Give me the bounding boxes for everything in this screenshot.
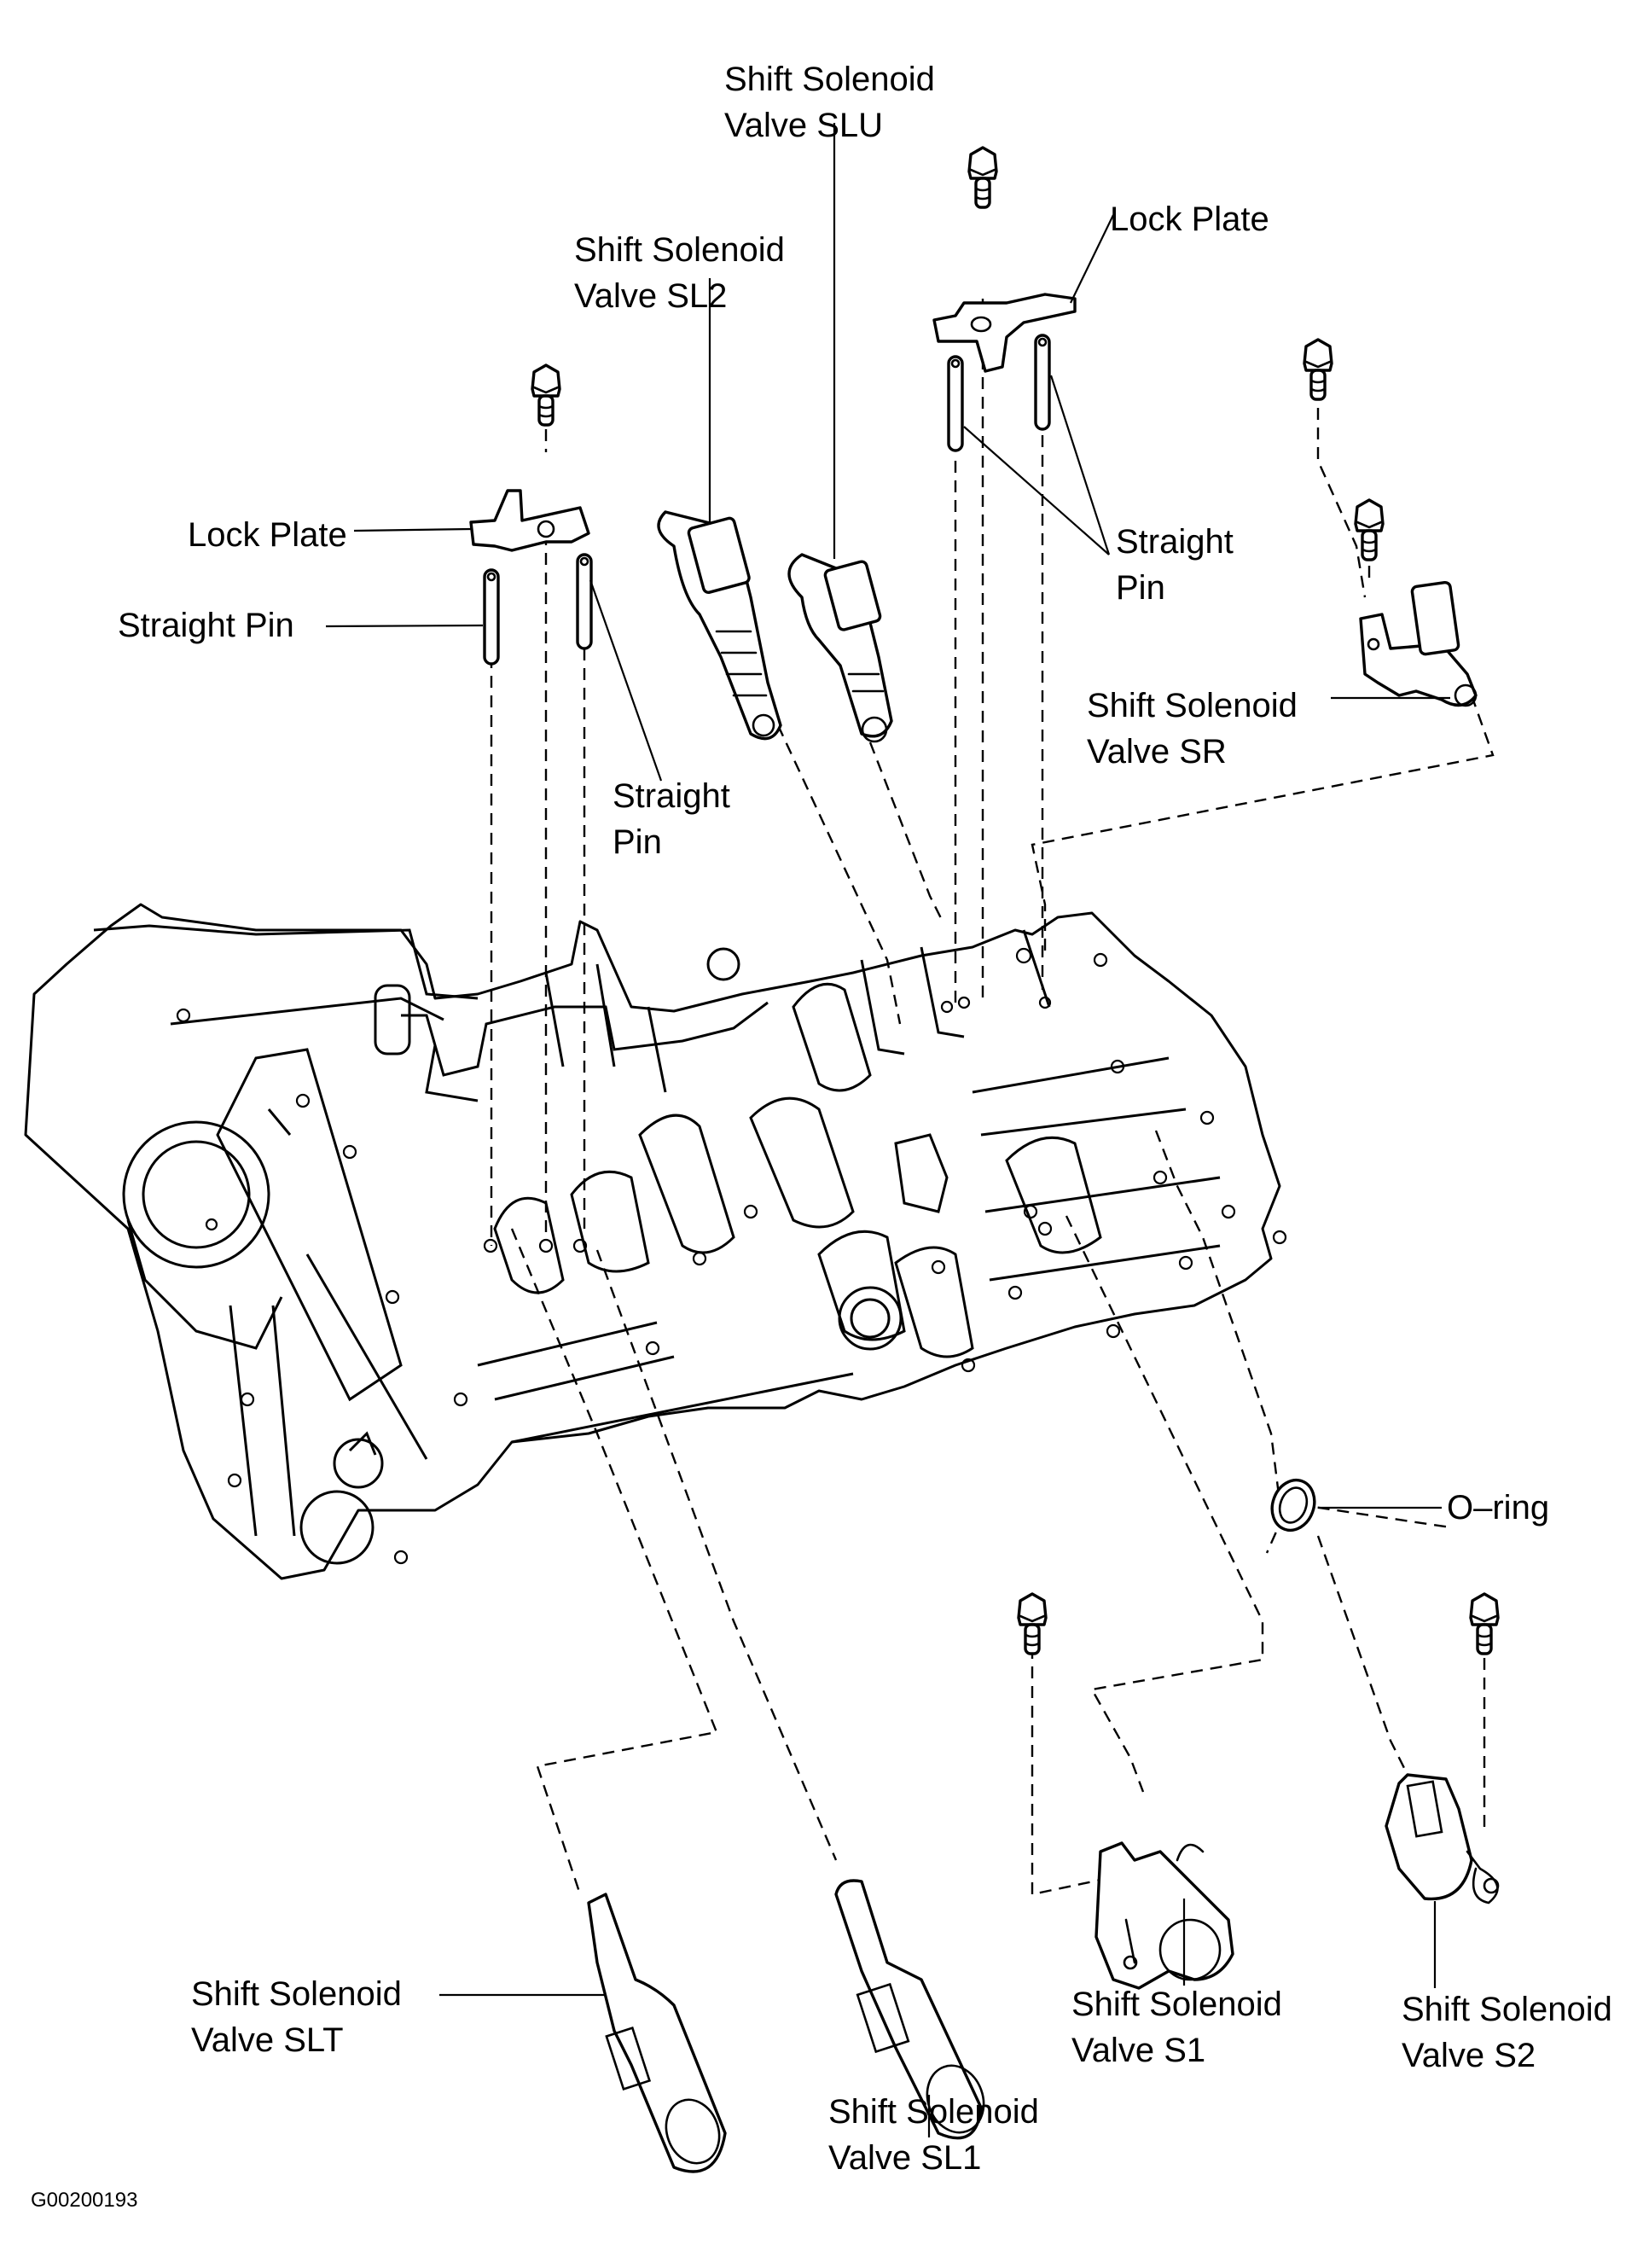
label-lock-plate-right: Lock Plate bbox=[1110, 196, 1269, 242]
label-line: Shift Solenoid bbox=[191, 1975, 402, 2013]
label-solenoid-slt: Shift Solenoid Valve SLT bbox=[191, 1971, 402, 2063]
label-line: Valve S2 bbox=[1402, 2037, 1536, 2074]
label-line: Shift Solenoid bbox=[1402, 1991, 1612, 2028]
label-line: Pin bbox=[613, 823, 662, 861]
bolt-icon bbox=[1354, 498, 1385, 561]
solenoid-slt-icon bbox=[587, 1893, 727, 2173]
solenoid-s2-icon bbox=[1385, 1773, 1500, 1905]
o-ring-icon bbox=[1270, 1478, 1316, 1532]
bolt-icon bbox=[1017, 1592, 1048, 1655]
label-line: Straight bbox=[1116, 523, 1234, 561]
figure-id: G00200193 bbox=[31, 2189, 138, 2212]
label-straight-pin-left: Straight Pin bbox=[118, 602, 294, 648]
solenoid-slu-icon bbox=[787, 553, 893, 743]
label-solenoid-sl1: Shift Solenoid Valve SL1 bbox=[828, 2089, 1039, 2181]
label-straight-pin-right: Straight Pin bbox=[1116, 519, 1234, 611]
label-solenoid-s2: Shift Solenoid Valve S2 bbox=[1402, 1986, 1612, 2079]
label-line: Shift Solenoid bbox=[724, 61, 935, 98]
lock-plate-right-icon bbox=[932, 293, 1077, 373]
label-lock-plate-left: Lock Plate bbox=[188, 512, 347, 558]
leader-lines bbox=[325, 123, 1450, 2137]
label-solenoid-s1: Shift Solenoid Valve S1 bbox=[1071, 1981, 1282, 2073]
label-line: Straight Pin bbox=[118, 607, 294, 644]
label-line: Valve SR bbox=[1087, 733, 1227, 771]
label-line: Lock Plate bbox=[188, 516, 347, 554]
solenoid-sl2-icon bbox=[657, 510, 782, 741]
label-line: Shift Solenoid bbox=[1087, 687, 1298, 724]
label-line: Pin bbox=[1116, 569, 1165, 607]
label-o-ring: O–ring bbox=[1447, 1485, 1549, 1531]
assembly-lines bbox=[490, 299, 1495, 1896]
straight-pin-icon bbox=[483, 568, 500, 666]
solenoid-sr-icon bbox=[1359, 580, 1478, 707]
label-line: Lock Plate bbox=[1110, 201, 1269, 238]
straight-pin-icon bbox=[1034, 334, 1051, 431]
bolt-icon bbox=[967, 146, 998, 209]
label-line: Shift Solenoid bbox=[1071, 1986, 1282, 2023]
label-line: Straight bbox=[613, 777, 730, 815]
straight-pin-icon bbox=[576, 553, 593, 650]
label-line: O–ring bbox=[1447, 1489, 1550, 1527]
bolt-icon bbox=[1469, 1592, 1500, 1655]
label-straight-pin-center: Straight Pin bbox=[613, 773, 730, 865]
solenoid-s1-icon bbox=[1094, 1841, 1234, 1990]
label-line: Valve SL2 bbox=[574, 277, 728, 315]
label-line: Valve SL1 bbox=[828, 2139, 982, 2177]
label-line: Shift Solenoid bbox=[574, 231, 785, 269]
label-solenoid-sr: Shift Solenoid Valve SR bbox=[1087, 683, 1298, 775]
label-line: Valve SLT bbox=[191, 2021, 344, 2059]
bolt-icon bbox=[531, 363, 561, 427]
label-solenoid-sl2: Shift Solenoid Valve SL2 bbox=[574, 227, 785, 319]
bolt-icon bbox=[1303, 338, 1333, 401]
valve-body bbox=[24, 903, 1287, 1580]
straight-pin-icon bbox=[947, 355, 964, 452]
label-line: Valve SLU bbox=[724, 107, 884, 144]
label-solenoid-slu: Shift Solenoid Valve SLU bbox=[724, 56, 935, 148]
lock-plate-left-icon bbox=[469, 489, 590, 552]
label-line: Shift Solenoid bbox=[828, 2093, 1039, 2131]
label-line: Valve S1 bbox=[1071, 2032, 1206, 2069]
